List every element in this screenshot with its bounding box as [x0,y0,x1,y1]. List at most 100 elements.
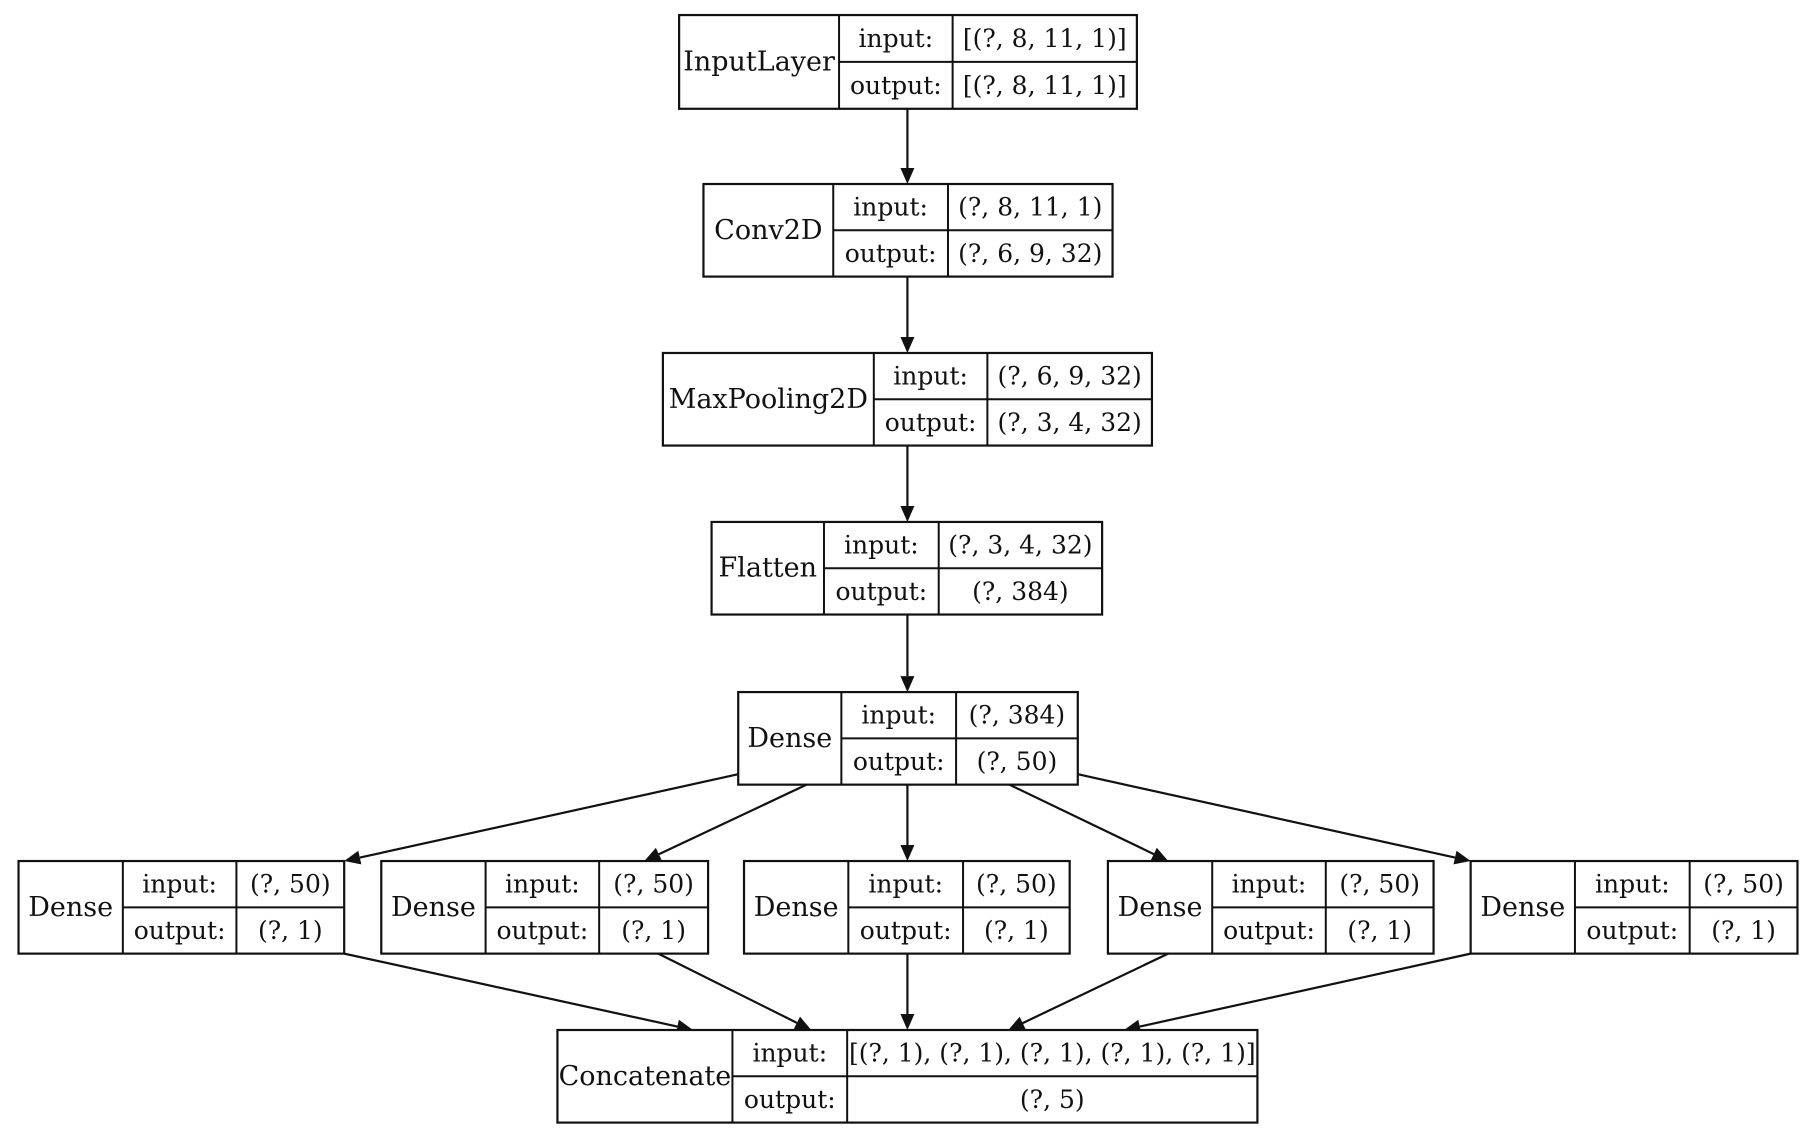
layer-name: Dense [1480,892,1565,923]
edge-line [658,783,808,856]
layer-name: Dense [28,892,113,923]
input-label: input: [844,531,919,560]
output-shape: (?, 6, 9, 32) [958,239,1102,268]
output-label: output: [496,916,588,945]
edge-arrow [343,952,694,1034]
layer-node-dense: Dense input: output: (?, 50) (?, 1) [17,859,346,955]
output-shape: (?, 1) [984,916,1049,945]
edge-line [1022,952,1169,1025]
output-label: output: [860,916,952,945]
arrowhead [900,168,915,185]
output-shape: (?, 3, 4, 32) [998,408,1142,437]
layer-name: MaxPooling2D [669,384,868,415]
input-shape: (?, 8, 11, 1) [958,193,1102,222]
edge-arrow [1008,783,1169,862]
edge-arrow [900,108,915,185]
edge-arrow [900,953,915,1030]
edge-arrow [900,445,915,522]
edges-layer [343,108,1471,1034]
layer-node-conv2d: Conv2D input: output: (?, 8, 11, 1) (?, 6, 9… [702,182,1114,278]
edge-line [359,773,739,859]
edge-arrow [657,952,812,1030]
input-label: input: [752,1039,827,1068]
layer-name: InputLayer [683,46,835,77]
output-shape: (?, 1) [1711,916,1776,945]
output-label: output: [835,577,927,606]
output-shape: [(?, 8, 11, 1)] [963,71,1127,100]
input-label: input: [142,870,217,899]
layer-node-dense: Dense input: output: (?, 50) (?, 1) [1469,859,1799,955]
edge-line [343,952,678,1028]
layer-node-concatenate: Concatenate input: output: [(?, 1), (?, 1),… [556,1028,1259,1124]
edge-arrow [900,276,915,353]
input-shape: (?, 50) [250,870,331,899]
edge-line [1008,783,1155,856]
input-shape: (?, 50) [1339,870,1420,899]
input-shape: (?, 6, 9, 32) [998,362,1142,391]
output-label: output: [850,71,942,100]
input-shape: (?, 50) [1703,870,1784,899]
input-shape: (?, 50) [976,870,1057,899]
output-label: output: [885,408,977,437]
output-label: output: [845,239,937,268]
arrowhead [900,676,915,693]
nodes-layer: InputLayer input: output: [(?, 8, 11, 1)] [(… [17,13,1799,1124]
input-label: input: [505,870,580,899]
output-shape: (?, 1) [621,916,686,945]
output-shape: (?, 50) [977,747,1058,776]
output-label: output: [853,747,945,776]
layer-name: Flatten [718,553,817,584]
output-shape: (?, 5) [1020,1085,1085,1114]
input-label: input: [853,193,928,222]
layer-node-dense: Dense input: output: (?, 50) (?, 1) [742,859,1071,955]
layer-name: Dense [1118,892,1203,923]
input-label: input: [858,24,933,53]
layer-node-flatten: Flatten input: output: (?, 3, 4, 32) (?, 384… [710,520,1104,616]
input-shape: (?, 3, 4, 32) [948,531,1092,560]
arrowhead [644,847,662,862]
layer-node-dense: Dense input: output: (?, 50) (?, 1) [380,859,710,955]
edge-arrow [900,614,915,693]
edge-line [1077,773,1456,859]
layer-name: Dense [754,892,839,923]
layer-node-maxpooling2d: MaxPooling2D input: output: (?, 6, 9, 32) (?… [661,351,1154,447]
output-label: output: [134,916,226,945]
edge-arrow [900,784,915,862]
edge-arrow [1008,952,1169,1030]
arrowhead [900,505,915,522]
arrowhead [900,336,915,353]
layer-node-dense: Dense input: output: (?, 384) (?, 50) [737,690,1079,786]
layer-name: Dense [747,723,832,754]
edge-arrow [1077,773,1471,865]
output-shape: (?, 1) [1347,916,1412,945]
input-label: input: [1232,870,1307,899]
arrowhead [900,845,915,862]
edge-arrow [1124,952,1471,1034]
input-shape: [(?, 1), (?, 1), (?, 1), (?, 1), (?, 1)] [849,1039,1256,1068]
input-label: input: [868,870,943,899]
arrowhead [900,1014,915,1030]
edge-arrow [644,783,808,862]
arrowhead [1150,847,1169,862]
input-label: input: [1595,870,1670,899]
arrowhead [1453,850,1471,865]
output-label: output: [1223,916,1315,945]
output-label: output: [744,1085,836,1114]
layer-name: Conv2D [714,215,822,246]
arrowhead [793,1016,812,1030]
edge-line [1139,952,1471,1028]
arrowhead [1008,1016,1026,1030]
output-shape: (?, 384) [972,577,1069,606]
layer-name: Concatenate [559,1061,732,1092]
edge-line [657,952,798,1024]
output-shape: (?, 1) [258,916,323,945]
layer-name: Dense [391,892,476,923]
output-label: output: [1586,916,1678,945]
input-label: input: [893,362,968,391]
edge-arrow [344,773,739,865]
input-label: input: [861,701,936,730]
input-shape: (?, 50) [613,870,694,899]
input-shape: (?, 384) [969,701,1066,730]
